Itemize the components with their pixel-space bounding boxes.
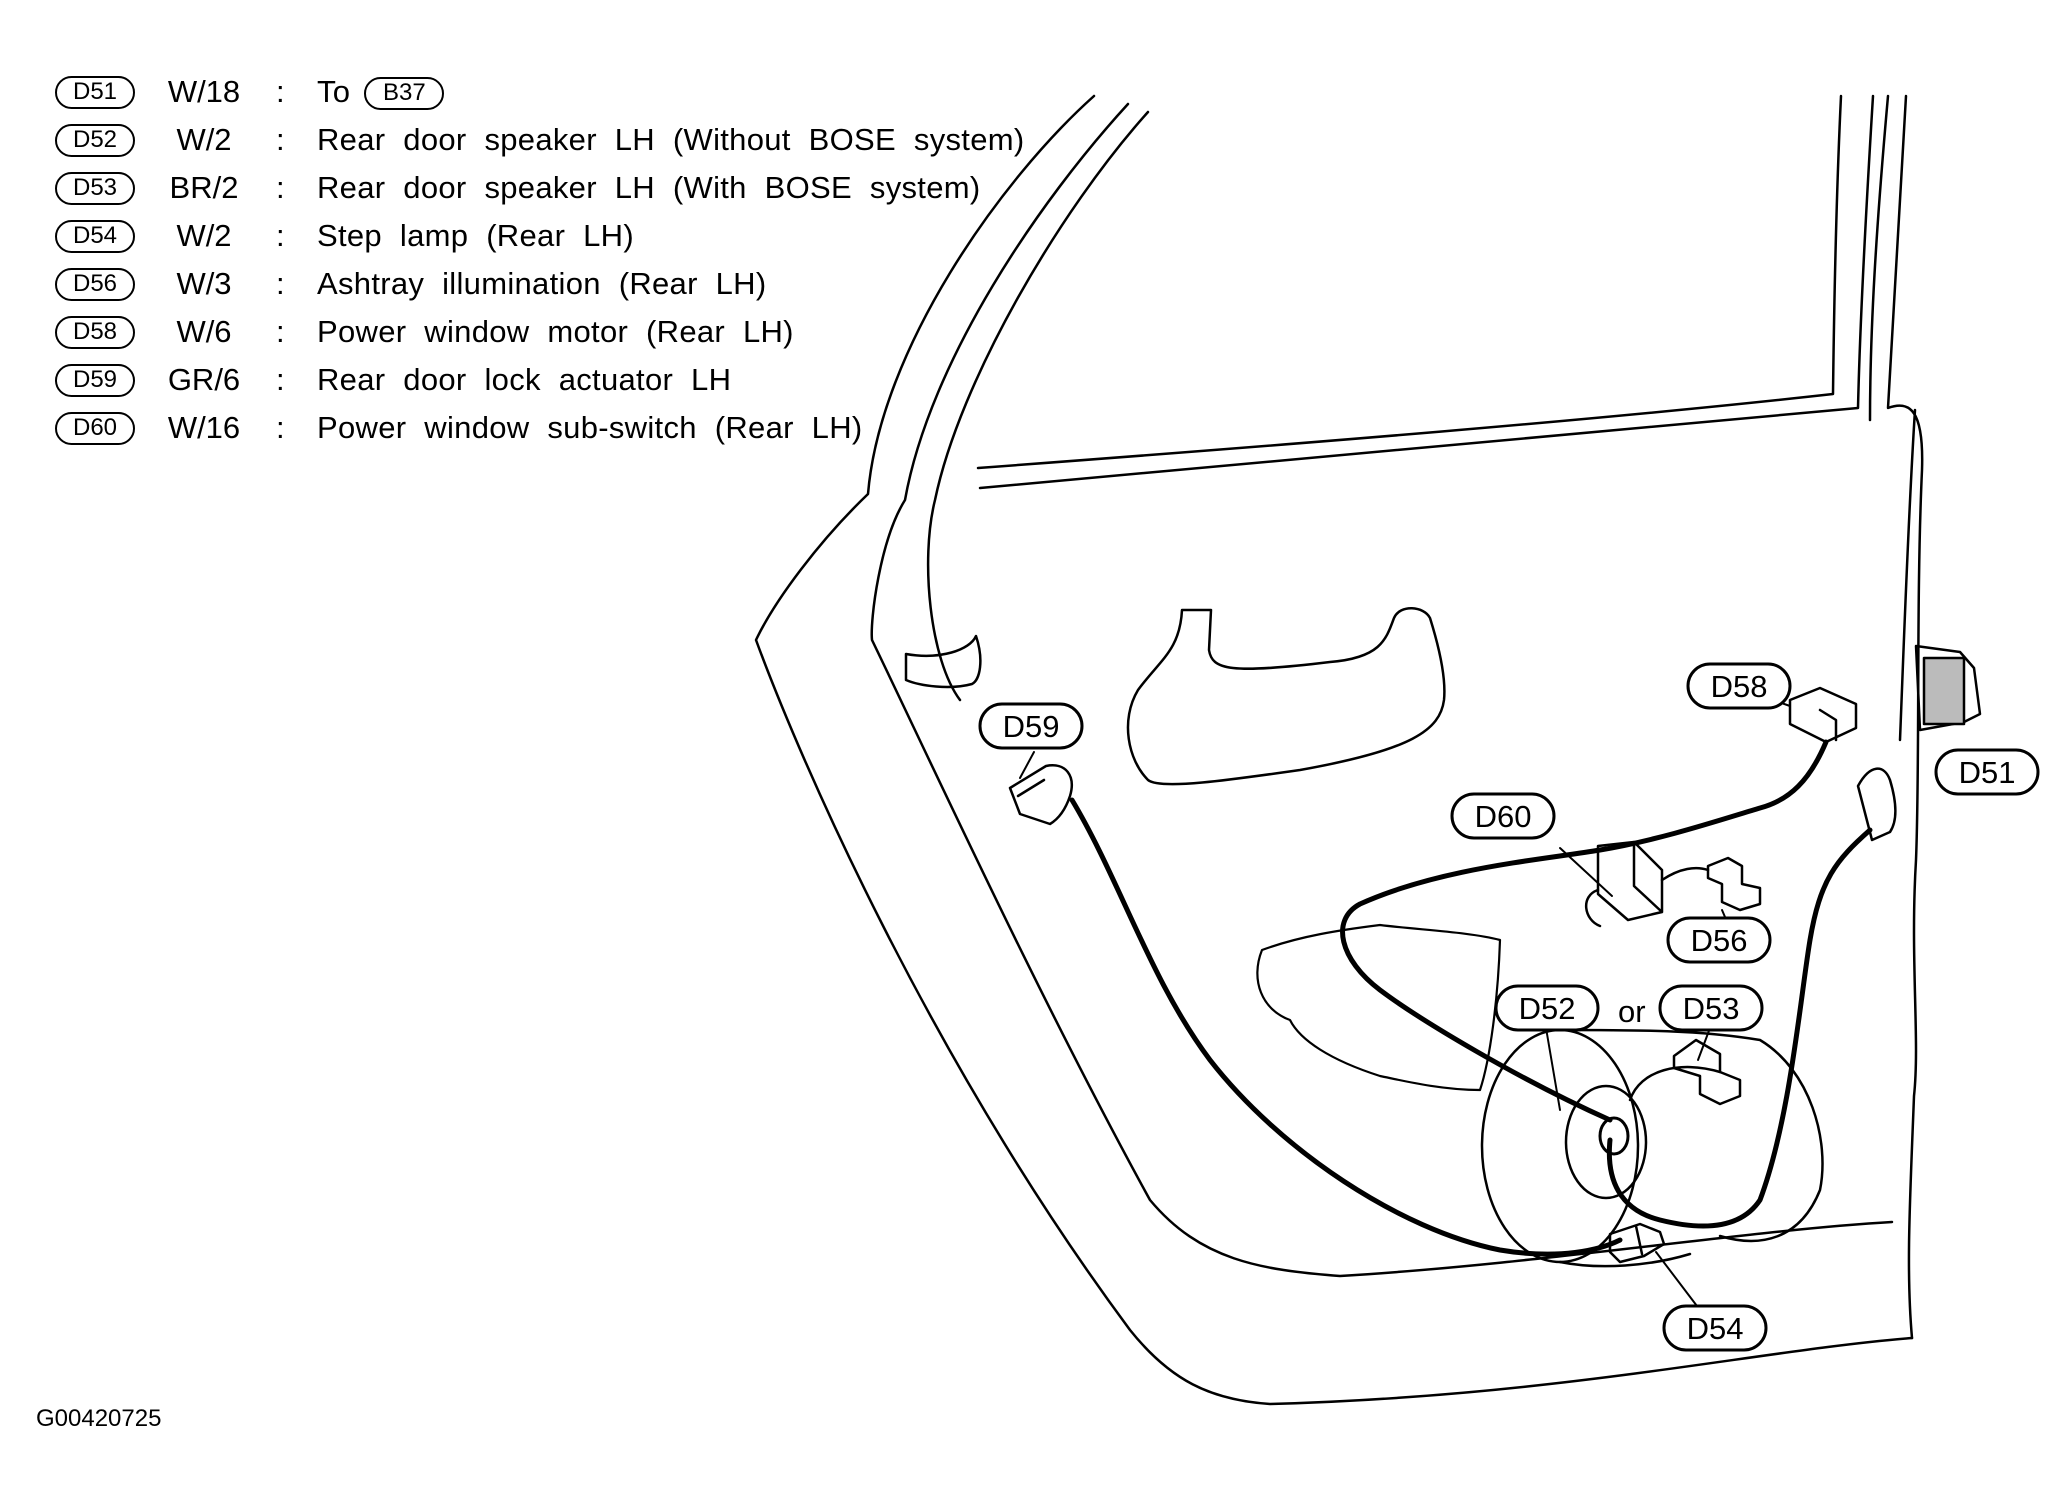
wire-spec: W/2 <box>176 218 232 253</box>
separator: : <box>276 122 285 157</box>
door-bracket <box>904 634 982 689</box>
connector-code: D59 <box>55 364 135 397</box>
separator: : <box>276 362 285 397</box>
window-frame-inner <box>978 94 1875 490</box>
leader-d52 <box>1545 1027 1561 1111</box>
connector-description: To B37 <box>317 74 445 111</box>
connector-description: Rear door speaker LH (Without BOSE syste… <box>317 122 1025 157</box>
door-outer-panel <box>754 94 1914 1406</box>
callout-d58: D58 <box>1686 662 1792 710</box>
callout-d58-label: D58 <box>1711 669 1768 704</box>
door-inner-panel <box>870 102 1894 1278</box>
connector-code: D56 <box>55 268 135 301</box>
armrest-pocket <box>1126 607 1446 786</box>
separator: : <box>276 74 285 109</box>
wire-spec: W/3 <box>176 266 232 301</box>
wire-spec: W/6 <box>176 314 232 349</box>
separator: : <box>276 410 285 445</box>
callout-d60: D60 <box>1450 792 1556 840</box>
callout-d53-label: D53 <box>1683 991 1740 1026</box>
wiring-harness-loop <box>1340 739 1829 1123</box>
wire-spec: W/16 <box>167 410 241 445</box>
connector-d60-shape <box>1596 840 1664 922</box>
separator: : <box>276 314 285 349</box>
connector-d51-face <box>1922 656 1966 726</box>
callout-d60-label: D60 <box>1475 799 1532 834</box>
speaker-housing-lower <box>1558 1252 1692 1268</box>
speaker-housing <box>1558 1028 1824 1243</box>
connector-description: Rear door lock actuator LH <box>317 362 732 397</box>
callout-d59-label: D59 <box>1003 709 1060 744</box>
d60-harness-loop <box>1585 888 1602 928</box>
speaker-center <box>1598 1116 1630 1156</box>
connector-description: Rear door speaker LH (With BOSE system) <box>317 170 981 205</box>
separator: : <box>276 266 285 301</box>
connector-code: D58 <box>55 316 135 349</box>
callout-d51-label: D51 <box>1959 755 2016 790</box>
grommet <box>1856 767 1897 842</box>
speaker-outer <box>1480 1028 1640 1264</box>
connector-d54-shape <box>1608 1222 1666 1264</box>
leader-d59 <box>1019 751 1035 779</box>
callout-d52-label: D52 <box>1519 991 1576 1026</box>
leader-d53 <box>1697 1027 1711 1061</box>
callout-d54-label: D54 <box>1687 1311 1744 1346</box>
connector-description: Power window sub-switch (Rear LH) <box>317 410 863 445</box>
wire-spec: GR/6 <box>167 362 241 397</box>
connector-d56-shape <box>1706 856 1762 912</box>
wire-spec: BR/2 <box>169 170 239 205</box>
door-trim-line <box>926 110 1150 702</box>
lower-recess <box>1256 923 1502 1092</box>
description-text: To <box>317 74 351 109</box>
connector-code: D60 <box>55 412 135 445</box>
door-rear-edge <box>1886 94 1924 1340</box>
reference-connector: B37 <box>364 77 445 111</box>
callout-d54: D54 <box>1662 1304 1768 1352</box>
connector-code: D51 <box>55 76 135 109</box>
callout-d56-label: D56 <box>1691 923 1748 958</box>
connector-d53-shape <box>1672 1038 1742 1106</box>
connector-description: Step lamp (Rear LH) <box>317 218 634 253</box>
wire-d53 <box>1628 1065 1722 1102</box>
leader-d60 <box>1559 847 1613 897</box>
connector-code: D53 <box>55 172 135 205</box>
leader-d54 <box>1655 1251 1701 1311</box>
wiring-harness-speaker <box>1606 827 1873 1229</box>
window-frame-outer <box>976 94 1843 470</box>
connector-d59-shape <box>1008 764 1073 826</box>
callout-d53: D53 <box>1658 984 1764 1032</box>
figure-id: G00420725 <box>36 1405 162 1432</box>
callout-d56: D56 <box>1666 916 1772 964</box>
wiring-harness-main <box>1069 797 1623 1257</box>
separator: : <box>276 218 285 253</box>
callout-d51: D51 <box>1934 748 2040 796</box>
separator: : <box>276 170 285 205</box>
wire-d56 <box>1660 866 1710 882</box>
connector-description: Ashtray illumination (Rear LH) <box>317 266 767 301</box>
connector-code: D54 <box>55 220 135 253</box>
door-rear-edge-line <box>1898 408 1917 742</box>
wire-spec: W/18 <box>167 74 241 109</box>
connector-d58-shape <box>1788 686 1858 744</box>
callout-or-label: or <box>1618 994 1646 1029</box>
connector-d51-body <box>1914 644 1982 732</box>
callout-d52: D52 <box>1494 984 1600 1032</box>
callout-d59: D59 <box>978 702 1084 750</box>
speaker-inner <box>1564 1084 1648 1200</box>
connector-description: Power window motor (Rear LH) <box>317 314 794 349</box>
wire-spec: W/2 <box>176 122 232 157</box>
connector-code: D52 <box>55 124 135 157</box>
door-rear-edge-inner <box>1868 94 1890 422</box>
